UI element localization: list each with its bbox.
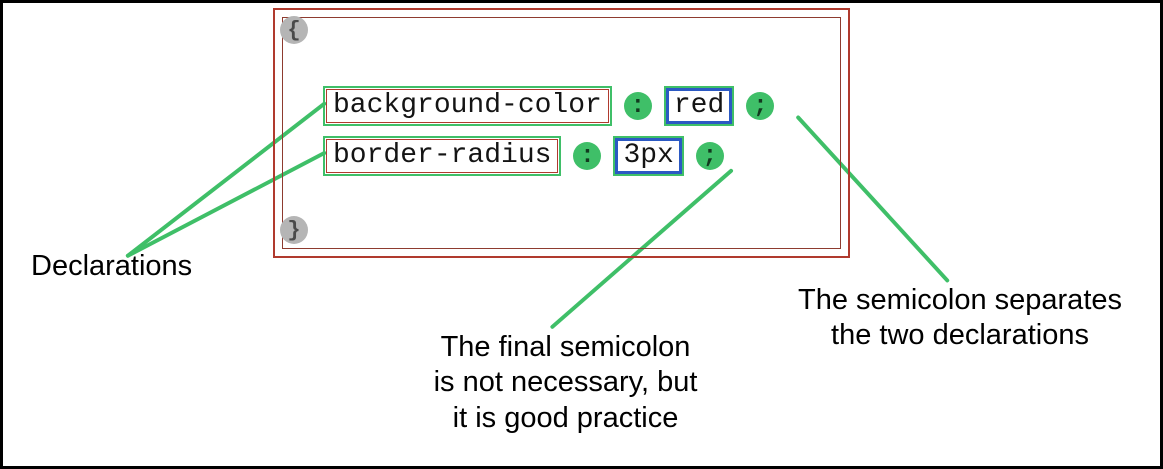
property-box: background-color: [323, 86, 612, 126]
declaration-row-1: background-color : red ;: [323, 86, 775, 126]
property-box: border-radius: [323, 136, 562, 176]
property-name: background-color: [326, 89, 609, 123]
semicolon-badge: ;: [746, 92, 775, 120]
value-text: red: [665, 88, 733, 124]
colon-badge: :: [623, 92, 652, 120]
final-semicolon-note: The final semicolon is not necessary, bu…: [433, 331, 698, 434]
value-box: 3px: [613, 136, 684, 176]
separator-note: The semicolon separates the two declarat…: [798, 284, 1122, 352]
property-name: border-radius: [326, 139, 559, 173]
declaration-row-2: border-radius : 3px ;: [323, 136, 724, 176]
css-rule-box-inner-border: [282, 17, 841, 249]
value-box: red: [663, 86, 735, 126]
declarations-label: Declarations: [31, 250, 193, 282]
open-brace-badge: {: [280, 16, 308, 44]
value-text: 3px: [615, 138, 682, 174]
css-rule-box: [273, 8, 850, 258]
semicolon-badge: ;: [695, 142, 724, 170]
close-brace-badge: }: [280, 216, 308, 244]
colon-badge: :: [573, 142, 602, 170]
